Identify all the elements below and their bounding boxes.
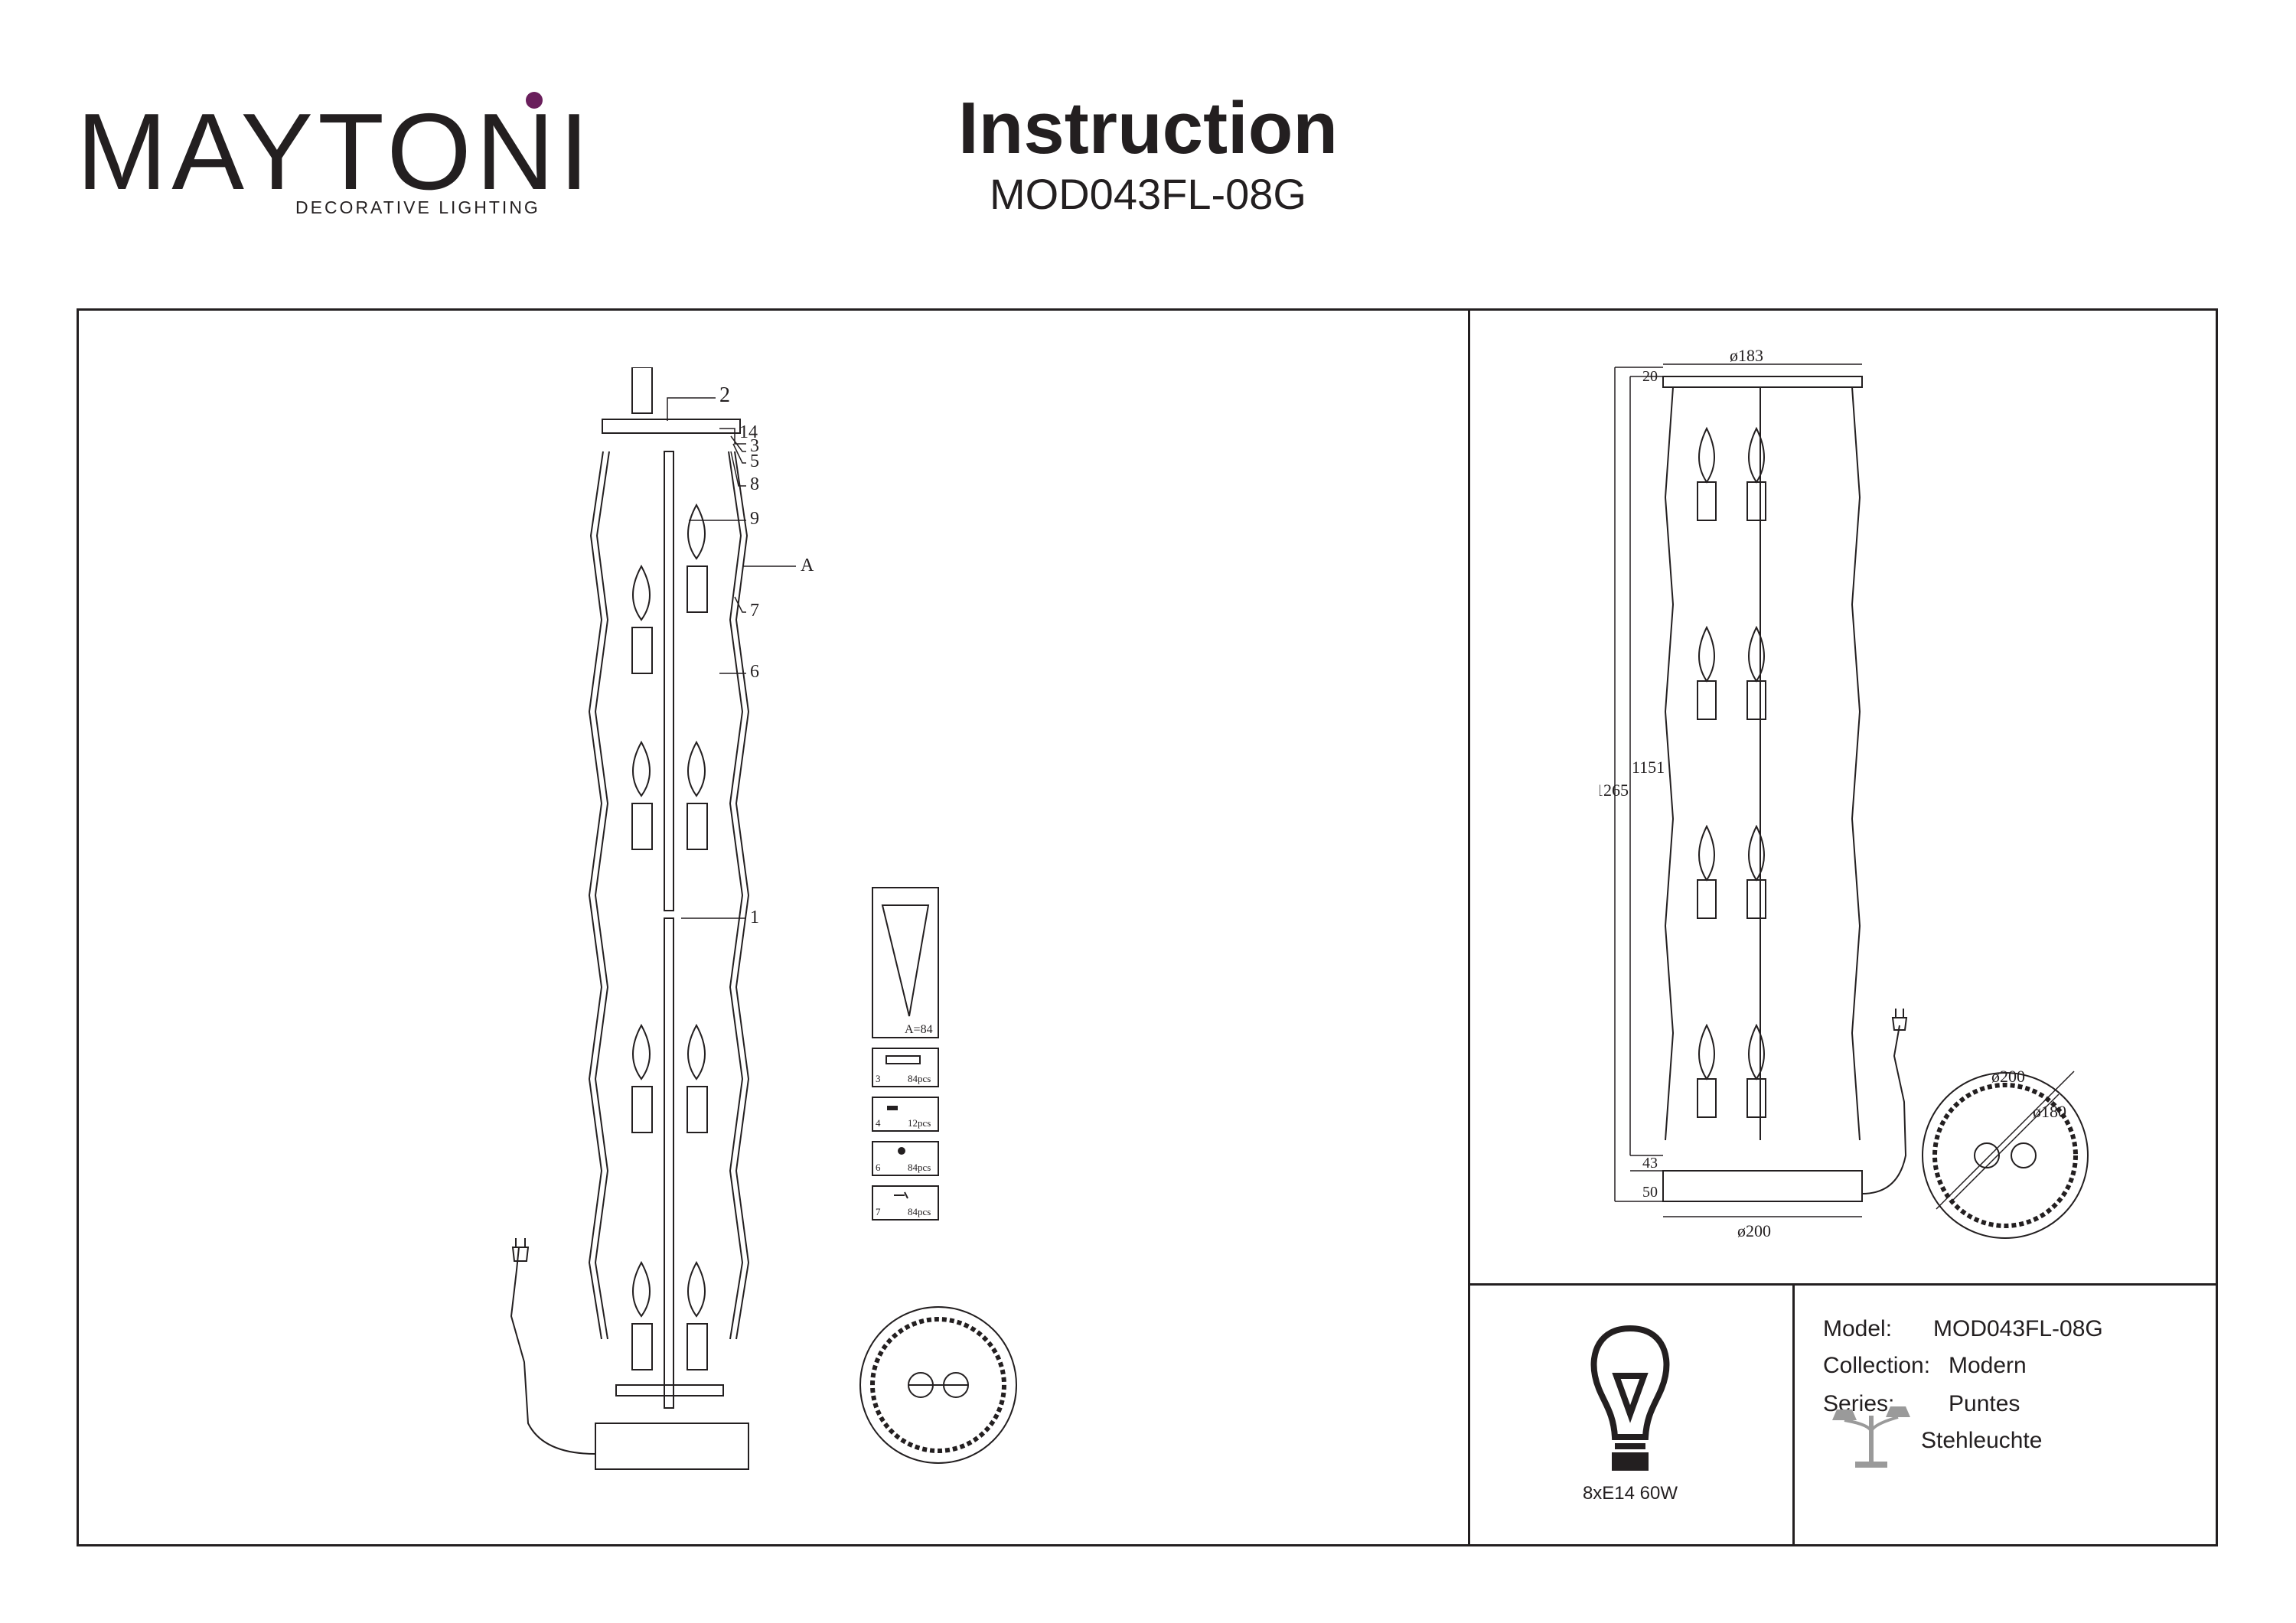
base [595, 1423, 749, 1470]
part-6-number: 6 [876, 1162, 881, 1173]
crystal-label: A=84 [905, 1023, 933, 1036]
part-4-box [872, 1097, 939, 1132]
bulb-row-2 [631, 740, 708, 850]
dim-top-gap: 20 [1642, 368, 1658, 385]
divider-vertical-main [1468, 308, 1470, 1546]
collection-label: Collection: [1823, 1353, 1931, 1378]
upper-rod [664, 451, 674, 911]
part-4-icon [887, 1106, 898, 1110]
bulb-spec: 8xE14 60W [1582, 1483, 1678, 1504]
page-title: Instruction [958, 87, 1338, 169]
dim-lower-gap: 43 [1642, 1155, 1658, 1172]
part-7-icon [894, 1191, 908, 1199]
bulb-row-1 [631, 367, 708, 674]
callout-A: A [801, 556, 814, 575]
lower-plate [615, 1384, 724, 1396]
lower-rod [664, 917, 674, 1409]
product-type: Stehleuchte [1921, 1428, 2043, 1453]
part-7-qty: 84pcs [908, 1206, 931, 1217]
leader-lines [667, 397, 796, 919]
divider-vertical-info [1792, 1283, 1795, 1546]
plug-icon [511, 1238, 530, 1262]
callout-3: 3 [750, 436, 759, 456]
callout-7: 7 [750, 601, 759, 621]
part-3-number: 3 [876, 1073, 881, 1084]
part-3-qty: 84pcs [908, 1073, 931, 1084]
part-4-number: 4 [876, 1117, 881, 1129]
callout-9: 9 [750, 509, 759, 529]
callout-5: 5 [750, 451, 759, 471]
divider-horizontal-info [1468, 1283, 2218, 1286]
part-4-qty: 12pcs [908, 1117, 931, 1129]
dim-top-plate [1662, 376, 1863, 388]
dim-right-strand [1851, 386, 1861, 1141]
drawing-frame [77, 308, 2218, 1546]
top-view-left [859, 1306, 1017, 1464]
part-7-box [872, 1185, 939, 1221]
exploded-view-drawing: 2 14 3 5 8 9 A 7 6 1 [510, 367, 814, 1470]
right-crystal-strand [728, 451, 750, 1340]
series-label: Series: [1823, 1391, 1895, 1416]
bulb-row-3 [631, 1023, 708, 1133]
dimension-view-drawing: ø183 20 1265 1151 43 50 ø200 ø200 ø180 [1600, 346, 2089, 1240]
part-3-box [872, 1048, 939, 1087]
top-plate [602, 419, 741, 434]
callout-8: 8 [750, 474, 759, 494]
dim-bulbs [1697, 426, 1766, 1118]
dim-base-height: 50 [1642, 1184, 1658, 1201]
part-6-qty: 84pcs [908, 1162, 931, 1173]
brand-tagline: DECORATIVE LIGHTING [295, 197, 540, 217]
part-3-icon [885, 1055, 921, 1064]
power-cord [510, 1247, 596, 1455]
model-label: Model: [1823, 1316, 1893, 1341]
bulb-row-4 [631, 1260, 708, 1370]
dim-base-diameter: ø200 [1737, 1221, 1771, 1240]
dim-total-height: 1265 [1600, 781, 1629, 800]
crystal-part-box [872, 887, 939, 1038]
dim-base [1662, 1170, 1863, 1202]
crystal-icon [881, 904, 930, 1017]
model-code: MOD043FL-08G [990, 170, 1306, 218]
brand-logo: MAYTONI [77, 91, 594, 213]
series-value: Puntes [1949, 1391, 2020, 1416]
left-crystal-strand [588, 451, 610, 1340]
dim-top-view [1922, 1071, 2089, 1239]
callout-14: 14 [739, 422, 758, 442]
callout-6: 6 [750, 662, 759, 682]
part-6-icon [898, 1147, 905, 1155]
callout-1: 1 [750, 908, 759, 927]
dim-body-height: 1151 [1632, 758, 1665, 777]
callout-2: 2 [719, 383, 730, 407]
model-value: MOD043FL-08G [1933, 1316, 2103, 1341]
dim-top-diameter: ø183 [1730, 346, 1763, 365]
dim-left-strand [1664, 386, 1675, 1141]
part-6-box [872, 1141, 939, 1176]
part-7-number: 7 [876, 1206, 881, 1217]
logo-dot [526, 92, 543, 109]
floor-lamp-icon [1832, 1406, 1910, 1468]
bulb-icon [1590, 1325, 1670, 1471]
parts-legend: A=84 3 84pcs 4 12pcs 6 84pcs 7 84pcs [872, 887, 939, 1221]
dim-power-cord [1861, 1025, 1907, 1194]
collection-value: Modern [1949, 1353, 2027, 1378]
dim-lines [1614, 363, 1862, 1217]
dim-inner-diameter: ø180 [2033, 1102, 2066, 1121]
dim-plug-icon [1891, 1009, 1908, 1031]
dim-outer-diameter: ø200 [1991, 1067, 2025, 1086]
